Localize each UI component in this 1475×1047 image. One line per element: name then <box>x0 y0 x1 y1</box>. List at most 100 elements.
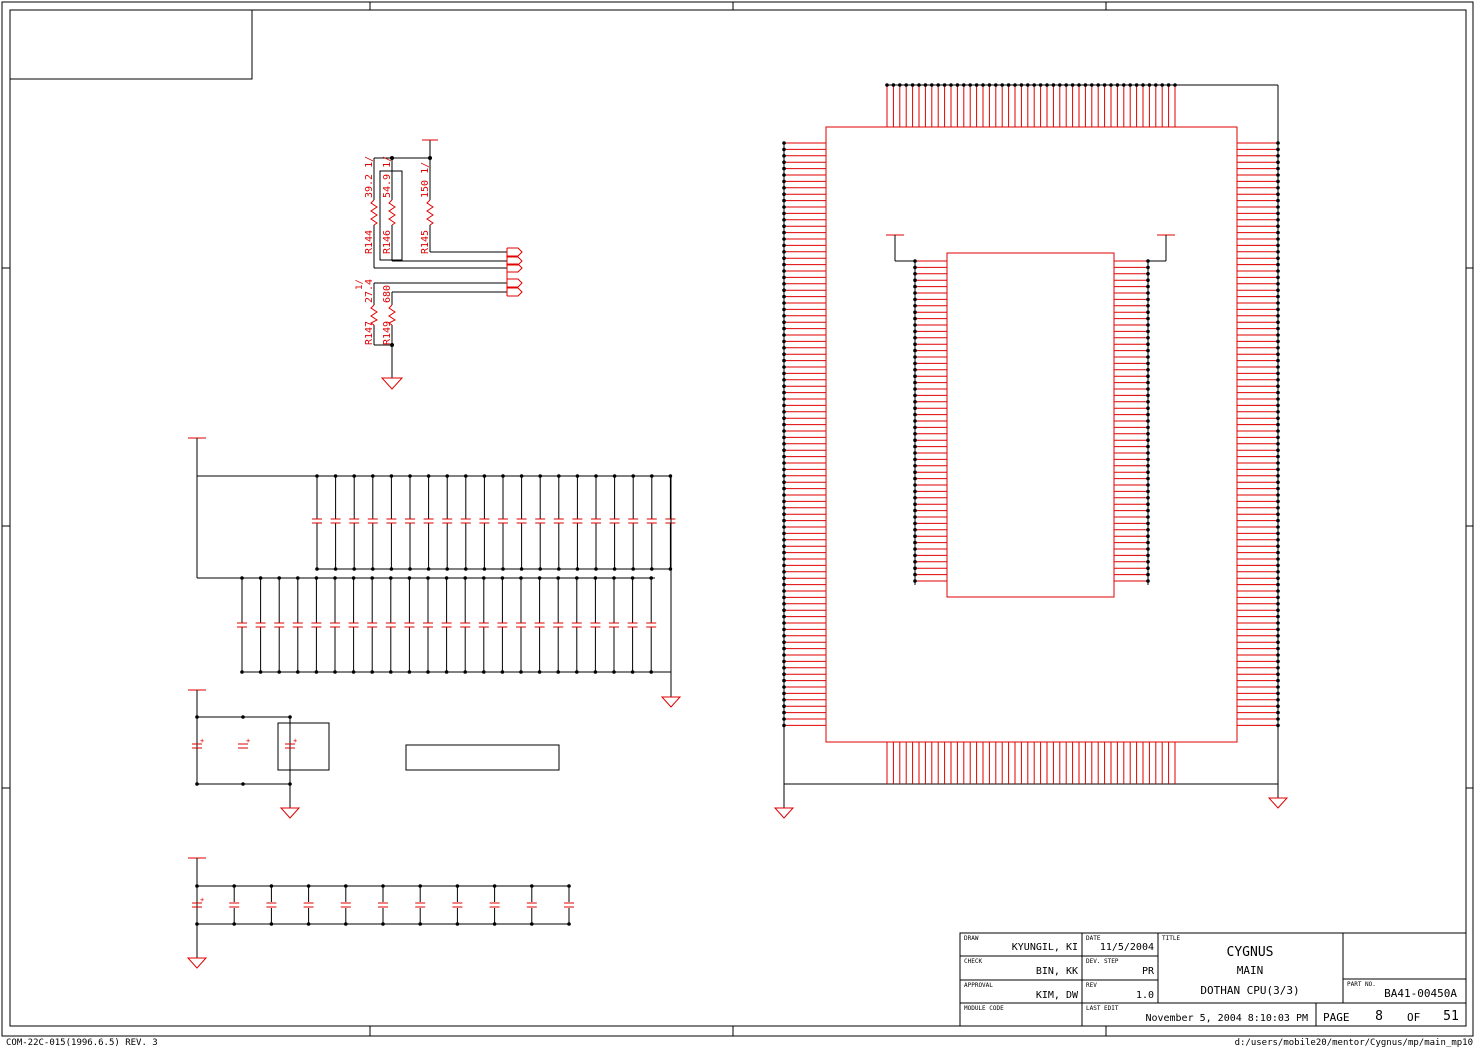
pin-dot <box>782 307 786 312</box>
pin-dot <box>782 442 786 446</box>
pin-dot <box>913 259 917 263</box>
pin-dot <box>913 496 917 500</box>
pin-dot <box>1276 608 1280 612</box>
pin-dot <box>1276 640 1280 644</box>
pin-dot <box>782 397 786 401</box>
pin-dot <box>1006 83 1011 87</box>
title-line-1: CYGNUS <box>1227 945 1274 960</box>
pin-dot <box>913 361 917 366</box>
pin-dot <box>1173 83 1177 87</box>
r144-ref: R144 <box>364 230 375 254</box>
pin-dot <box>782 493 786 497</box>
pin-dot <box>782 346 786 350</box>
pin-dot <box>1276 653 1280 657</box>
pin-dot <box>782 576 786 580</box>
polarity-mark: + <box>200 737 204 745</box>
pin-dot <box>1276 659 1280 664</box>
pin-dot <box>1276 486 1280 491</box>
pin-dot <box>1276 288 1280 293</box>
pin-dot <box>782 634 786 638</box>
pin-dot <box>782 141 786 145</box>
pin-dot <box>1276 538 1280 542</box>
pin-dot <box>1276 179 1280 184</box>
pin-dot <box>782 179 786 184</box>
pin-dot <box>1276 474 1280 478</box>
pin-dot <box>1276 435 1280 440</box>
pin-dot <box>1146 438 1150 443</box>
pin-dot <box>1146 496 1150 500</box>
decoupling-and-cpu: ++++ <box>186 83 1289 969</box>
r145-ref: R145 <box>420 230 431 254</box>
pin-dot <box>782 256 786 261</box>
pin-dot <box>782 314 786 318</box>
pin-dot <box>1146 419 1150 423</box>
pin-dot <box>1276 685 1280 689</box>
pin-dot <box>782 250 786 254</box>
r146-ref: R146 <box>382 230 393 254</box>
ground-symbol <box>1267 797 1289 809</box>
pin-dot <box>782 448 786 453</box>
pin-dot <box>1276 454 1280 459</box>
pin-dot <box>1013 83 1017 87</box>
pin-dot <box>913 272 917 276</box>
pin-dot <box>782 358 786 363</box>
approval-label: APPROVAL <box>964 982 993 989</box>
pin-dot <box>1276 602 1280 606</box>
approval-value: KIM, DW <box>1036 990 1079 1001</box>
pin-dot <box>1276 499 1280 504</box>
draw-value: KYUNGIL, KI <box>1012 942 1078 953</box>
pin-dot <box>1096 83 1100 87</box>
pin-dot <box>1045 83 1049 87</box>
pin-dot <box>1146 393 1150 398</box>
r147-ref: R147 <box>364 321 375 345</box>
pin-dot <box>782 653 786 657</box>
pin-dot <box>1276 192 1280 196</box>
pin-dot <box>1276 307 1280 312</box>
pin-dot <box>1276 141 1280 145</box>
pin-dot <box>1146 553 1150 558</box>
pin-dot <box>1276 256 1280 261</box>
pin-dot <box>1166 83 1171 87</box>
pin-dot <box>782 544 786 548</box>
pin-dot <box>1146 380 1150 385</box>
title-block-frame <box>959 932 1467 1027</box>
pin-dot <box>913 406 917 411</box>
pin-dot <box>1146 406 1150 411</box>
pin-dot <box>782 467 786 472</box>
pin-dot <box>782 518 786 523</box>
ground-symbol <box>773 807 795 819</box>
pin-dot <box>1146 432 1150 436</box>
pin-dot <box>1146 387 1150 391</box>
pin-dot <box>782 147 786 152</box>
pin-dot <box>1051 83 1056 87</box>
pin-dot <box>913 393 917 398</box>
pin-dot <box>913 348 917 353</box>
pin-dot <box>1276 570 1280 574</box>
pin-dot <box>782 474 786 478</box>
pin-dot <box>1146 521 1150 526</box>
pin-dot <box>1276 576 1280 580</box>
pin-dot <box>1276 173 1280 177</box>
pin-dot <box>782 269 786 273</box>
pin-dot <box>782 320 786 325</box>
pin-dot <box>913 374 917 379</box>
pin-dot <box>1276 205 1280 209</box>
pin-dot <box>913 572 917 577</box>
pin-dot <box>782 621 786 625</box>
part-no-value: BA41-00450A <box>1384 987 1457 1000</box>
pin-dot <box>913 310 917 315</box>
pin-dot <box>1146 502 1150 507</box>
pin-dot <box>782 435 786 440</box>
pin-dot <box>782 243 786 248</box>
pin-dot <box>1276 563 1280 568</box>
r145-value: 150 1/ <box>420 162 431 198</box>
pin-dot <box>782 627 786 632</box>
pin-dot <box>782 499 786 504</box>
pin-dot <box>936 83 940 87</box>
pin-dot <box>1276 531 1280 536</box>
pin-dot <box>782 608 786 612</box>
pin-dot <box>1276 621 1280 625</box>
pin-dot <box>1083 83 1088 87</box>
pin-dot <box>913 380 917 385</box>
pin-dot <box>1276 723 1280 728</box>
